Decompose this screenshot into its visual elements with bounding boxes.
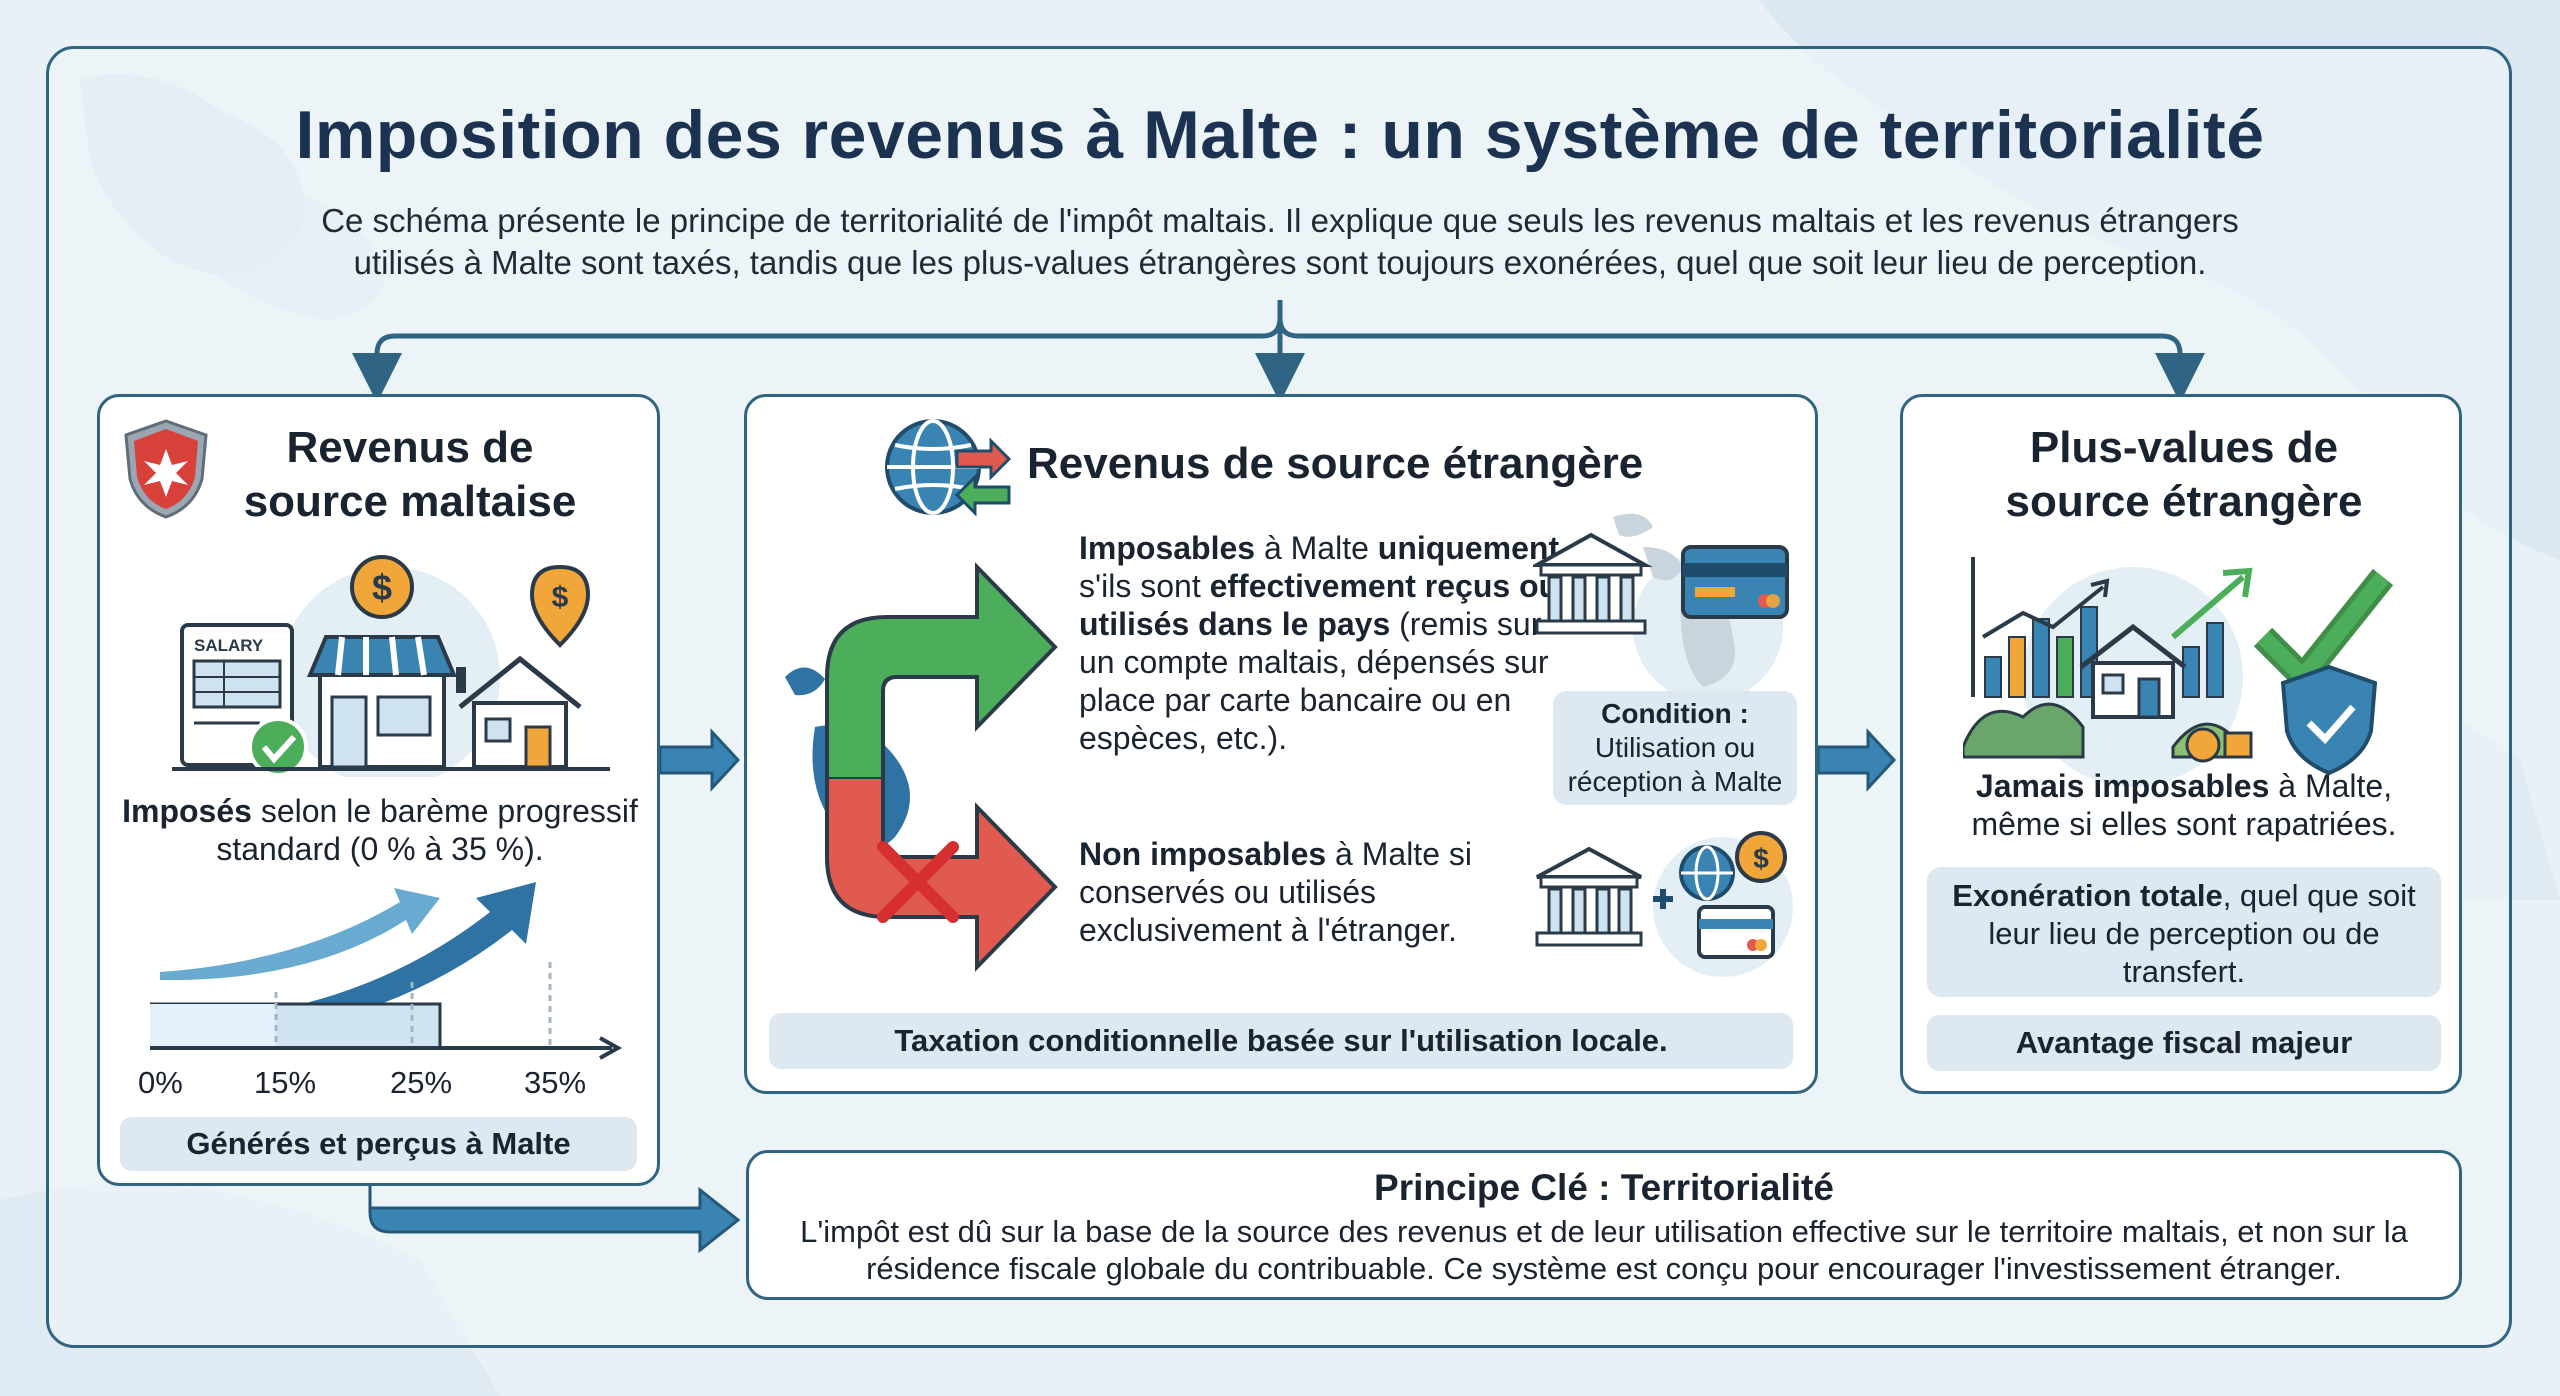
maltese-title: Revenus de source maltaise: [243, 423, 577, 526]
taxable-text: Imposables à Malte uniquement s'ils sont…: [1079, 530, 1560, 756]
card-foreign-gains: Plus-values de source étrangère: [1900, 394, 2462, 1094]
card-foreign-income: Revenus de source étrangère Imposables à…: [744, 394, 1818, 1094]
scale-label-25: 25%: [390, 1065, 453, 1100]
principle-text: L'impôt est dû sur la base de la source …: [800, 1214, 2408, 1286]
gains-illustration: [1963, 557, 2394, 787]
bar-chart-icon: [1971, 557, 2253, 698]
credit-card-icon: [1697, 905, 1775, 959]
foreign-title: Revenus de source étrangère: [1027, 439, 1644, 488]
scale-label-0: 0%: [138, 1065, 183, 1100]
scale-label-35: 35%: [524, 1065, 587, 1100]
svg-text:SALARY: SALARY: [194, 636, 264, 655]
gains-title: Plus-values de source étrangère: [2005, 423, 2363, 526]
exoneration-box: Exonération totale, quel que soit leur l…: [1927, 867, 2441, 997]
principle-box: Principe Clé : Territorialité L'impôt es…: [746, 1150, 2462, 1300]
condition-box: Condition : Utilisation ou réception à M…: [1553, 691, 1797, 805]
maltese-description: Imposés selon le barème progressif stand…: [122, 793, 638, 867]
globe-icon: [1679, 845, 1735, 901]
cross-icon: [877, 841, 959, 923]
bank-icon: [1535, 846, 1643, 947]
gains-footer: Avantage fiscal majeur: [1927, 1015, 2441, 1071]
maltese-illustration: SALARY $: [172, 555, 610, 777]
credit-card-icon: [1681, 545, 1789, 619]
dollar-coin-icon: $: [1735, 831, 1787, 883]
check-icon: [2253, 568, 2394, 690]
globe-exchange-icon: [885, 419, 1012, 517]
intro-text: Ce schéma présente le principe de territ…: [321, 202, 2239, 281]
house-icon: [2079, 623, 2187, 719]
shield-check-icon: [2280, 664, 2378, 776]
bank-globe-illustration: $: [1535, 831, 1793, 977]
svg-text:$: $: [372, 567, 392, 608]
location-pin-icon: $: [529, 564, 591, 648]
card-maltese-income: Revenus de source maltaise SALARY: [97, 394, 660, 1186]
page-title: Imposition des revenus à Malte : un syst…: [295, 97, 2265, 173]
shop-icon: [306, 635, 458, 769]
green-arrow-icon: [825, 562, 1058, 787]
scale-label-15: 15%: [254, 1065, 317, 1100]
svg-text:$: $: [1753, 843, 1769, 874]
bank-icon: [1533, 532, 1653, 635]
foreign-footer: Taxation conditionnelle basée sur l'util…: [769, 1013, 1793, 1069]
nontaxable-text: Non imposables à Malte si conservés ou u…: [1079, 836, 1472, 948]
dollar-coin-icon: $: [350, 555, 414, 619]
maltese-footer: Générés et perçus à Malte: [120, 1117, 637, 1171]
principle-title: Principe Clé : Territorialité: [1374, 1167, 1834, 1208]
gains-description: Jamais imposables à Malte, même si elles…: [1971, 768, 2397, 842]
check-icon: [248, 717, 308, 777]
svg-text:$: $: [552, 581, 569, 614]
bank-card-illustration: [1533, 513, 1789, 702]
shield-cross-icon: [124, 419, 208, 519]
growth-arrow-icon: [150, 882, 623, 1060]
